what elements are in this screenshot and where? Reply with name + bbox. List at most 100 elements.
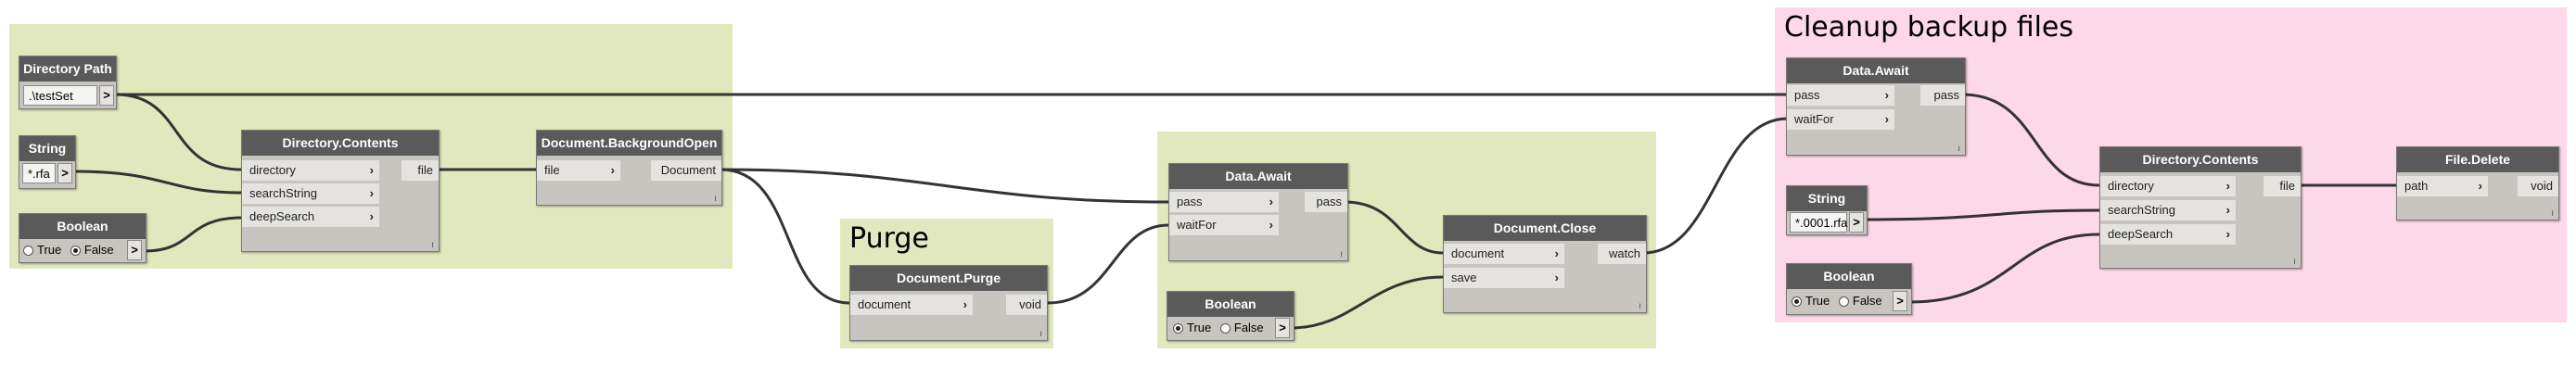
wire-document-to-await-pass xyxy=(720,168,1169,204)
input-port-directory[interactable]: directory› xyxy=(242,160,379,181)
node-title: Document.BackgroundOpen xyxy=(537,131,721,156)
chevron-right-icon: › xyxy=(2478,179,2482,193)
node-data-await[interactable]: Data.Await pass› waitFor› pass ı xyxy=(1168,163,1348,261)
output-port-void[interactable]: void xyxy=(2518,176,2558,196)
radio-false-label: False xyxy=(1852,294,1882,308)
node-directory-contents[interactable]: Directory.Contents directory› searchStri… xyxy=(2099,146,2302,269)
node-title: String xyxy=(19,136,75,161)
node-title: Data.Await xyxy=(1787,58,1965,83)
lacing-marker-icon[interactable]: ı xyxy=(1039,329,1042,339)
radio-false-icon[interactable] xyxy=(1219,323,1231,334)
node-document-close[interactable]: Document.Close document› save› watch ı xyxy=(1443,215,1647,313)
output-port-file[interactable]: file xyxy=(2264,176,2301,196)
lacing-marker-icon[interactable]: ı xyxy=(2551,208,2554,219)
radio-true-icon[interactable] xyxy=(1173,323,1183,334)
boolean-output[interactable]: > xyxy=(1275,318,1290,338)
boolean-radio-group: True False xyxy=(1173,318,1264,338)
chevron-right-icon: › xyxy=(369,163,374,177)
radio-false-label: False xyxy=(1233,321,1264,334)
string-value[interactable]: *.0001.rfa xyxy=(1790,212,1847,233)
node-title: Boolean xyxy=(1787,264,1911,289)
node-boolean[interactable]: Boolean True False > xyxy=(19,213,147,263)
chevron-right-icon: › xyxy=(1269,195,1273,208)
lacing-marker-icon[interactable]: ı xyxy=(714,194,717,204)
output-port-file[interactable]: file xyxy=(402,160,439,181)
radio-false-label: False xyxy=(83,243,114,257)
node-title: Document.Purge xyxy=(850,266,1047,291)
input-port-pass[interactable]: pass› xyxy=(1169,192,1279,212)
chevron-right-icon: › xyxy=(2225,227,2230,241)
radio-true-label: True xyxy=(1805,294,1830,308)
radio-true-icon[interactable] xyxy=(1792,296,1802,307)
wire-await-pass-to-close-document xyxy=(1344,200,1444,255)
node-document-background-open[interactable]: Document.BackgroundOpen file› Document ı xyxy=(536,130,722,206)
lacing-marker-icon[interactable]: ı xyxy=(1639,301,1641,311)
lacing-marker-icon[interactable]: ı xyxy=(1340,249,1343,259)
output-port-document[interactable]: Document xyxy=(651,160,721,181)
input-port-document[interactable]: document› xyxy=(1444,244,1564,264)
wire-string2-to-search-string2 xyxy=(1865,208,2100,221)
lacing-marker-icon[interactable]: ı xyxy=(2293,257,2296,267)
output-port-pass[interactable]: pass xyxy=(1305,192,1347,212)
node-directory-path[interactable]: Directory Path .\testSet > xyxy=(19,56,117,109)
node-title: Document.Close xyxy=(1444,216,1646,241)
output-port-pass[interactable]: pass xyxy=(1920,85,1965,106)
output-port-void[interactable]: void xyxy=(1006,295,1047,315)
wire-await2-pass-to-dir-contents2 xyxy=(1961,93,2100,187)
wire-purge-to-await-waitfor xyxy=(1047,223,1169,305)
chevron-right-icon: › xyxy=(1554,271,1559,284)
node-title: File.Delete xyxy=(2397,147,2558,172)
radio-false-icon[interactable] xyxy=(70,246,81,256)
chevron-right-icon: › xyxy=(963,297,967,311)
node-directory-contents[interactable]: Directory.Contents directory› searchStri… xyxy=(241,130,440,252)
boolean-output[interactable]: > xyxy=(127,240,142,260)
input-port-document[interactable]: document› xyxy=(850,295,973,315)
chevron-right-icon: › xyxy=(1884,112,1889,126)
input-port-pass[interactable]: pass› xyxy=(1787,85,1894,106)
boolean-output[interactable]: > xyxy=(1893,291,1907,311)
radio-true-icon[interactable] xyxy=(23,246,33,256)
wire-close-watch-to-await2-waitfor xyxy=(1642,117,1789,255)
input-port-directory[interactable]: directory› xyxy=(2100,176,2236,196)
chevron-right-icon: › xyxy=(1269,218,1273,232)
wire-document-to-purge xyxy=(720,168,850,305)
string-value[interactable]: *.rfa xyxy=(22,163,56,183)
node-title: Boolean xyxy=(19,214,146,239)
node-boolean[interactable]: Boolean True False > xyxy=(1167,291,1294,341)
node-string[interactable]: String *.rfa > xyxy=(19,135,76,189)
node-data-await[interactable]: Data.Await pass› waitFor› pass ı xyxy=(1786,57,1966,156)
node-string[interactable]: String *.0001.rfa > xyxy=(1786,185,1868,235)
node-file-delete[interactable]: File.Delete path› void ı xyxy=(2396,146,2559,220)
radio-false-icon[interactable] xyxy=(1838,296,1849,307)
input-port-deep-search[interactable]: deepSearch› xyxy=(242,207,379,227)
chevron-right-icon: › xyxy=(369,209,374,223)
input-port-wait-for[interactable]: waitFor› xyxy=(1787,109,1894,130)
output-port-watch[interactable]: watch xyxy=(1598,244,1646,264)
node-title: String xyxy=(1787,186,1867,211)
input-port-search-string[interactable]: searchString› xyxy=(242,183,379,204)
chevron-right-icon: › xyxy=(2225,179,2230,193)
node-title: Boolean xyxy=(1167,292,1294,317)
input-port-file[interactable]: file› xyxy=(537,160,620,181)
input-port-save[interactable]: save› xyxy=(1444,268,1564,288)
string-output[interactable]: > xyxy=(1849,212,1864,233)
directory-path-output[interactable]: > xyxy=(99,85,114,106)
wire-boolean2-to-close-save xyxy=(1290,275,1444,330)
radio-true-label: True xyxy=(37,243,62,257)
directory-path-value[interactable]: .\testSet xyxy=(23,85,97,106)
node-boolean[interactable]: Boolean True False > xyxy=(1786,263,1912,315)
input-port-search-string[interactable]: searchString› xyxy=(2100,200,2236,220)
node-document-purge[interactable]: Document.Purge document› void ı xyxy=(849,265,1048,341)
boolean-radio-group: True False xyxy=(1792,291,1882,311)
wire-string-to-search-string xyxy=(73,170,242,195)
string-output[interactable]: > xyxy=(57,163,72,183)
lacing-marker-icon[interactable]: ı xyxy=(431,240,434,250)
boolean-radio-group: True False xyxy=(23,240,114,260)
input-port-path[interactable]: path› xyxy=(2397,176,2488,196)
input-port-deep-search[interactable]: deepSearch› xyxy=(2100,224,2236,245)
chevron-right-icon: › xyxy=(1554,246,1559,260)
radio-true-label: True xyxy=(1187,321,1212,334)
wire-boolean3-to-deep-search2 xyxy=(1909,233,2100,304)
input-port-wait-for[interactable]: waitFor› xyxy=(1169,215,1279,235)
lacing-marker-icon[interactable]: ı xyxy=(1958,144,1960,154)
